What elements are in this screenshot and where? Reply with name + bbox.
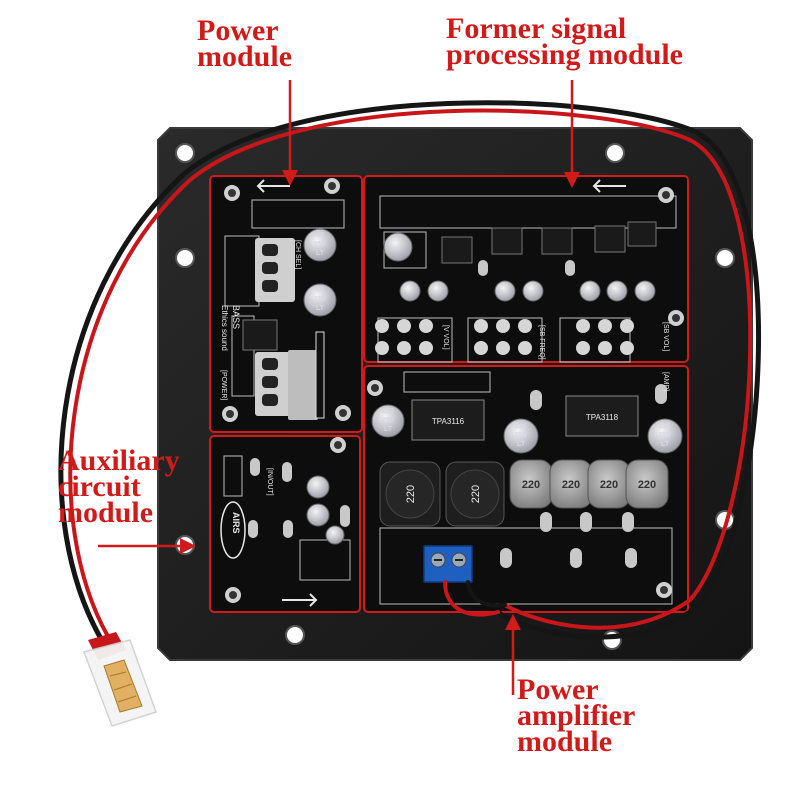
signal-processing-board (363, 175, 689, 363)
cap-text: 25V (314, 241, 327, 248)
silkscreen-text: BASS Ethics sound [POWER] [CH SEL] [IN/O… (220, 240, 669, 496)
sb-freq-silk: [SB FREQ] (538, 325, 545, 360)
inductors: 220 220 220 220 220 220 (379, 459, 669, 527)
label-line: module (517, 725, 613, 758)
label-line: Auxiliary (58, 444, 180, 477)
inductor-label: 220 (405, 485, 417, 503)
inductor-label: 220 (562, 479, 580, 491)
inductor-label: 220 (638, 479, 656, 491)
label-line: module (197, 40, 293, 73)
screw-hole (285, 625, 305, 645)
ch-sel-silk: [CH SEL] (294, 240, 301, 269)
label-line: Power (517, 673, 599, 706)
airs-logo: AIRS (220, 501, 246, 559)
screw-hole (175, 143, 195, 163)
screw-hole (715, 248, 735, 268)
vol-silk: [V VOL] (442, 325, 449, 350)
brand-ethics: Ethics sound (220, 305, 229, 351)
screw-hole (605, 143, 625, 163)
capacitor: 47 25V LT (303, 228, 337, 262)
screw-hole (175, 248, 195, 268)
inductor-label: 220 (522, 479, 540, 491)
voltage-regulators (255, 238, 325, 420)
cap-text: LT (316, 250, 325, 257)
sb-vol-silk: [SB VOL] (662, 322, 669, 351)
power-module-label: Power module (197, 14, 293, 73)
label-line: module (58, 496, 154, 529)
cap-text: LT (316, 305, 325, 312)
annotation-arrows (98, 80, 580, 695)
cap-text: 220 (382, 408, 394, 415)
label-line: circuit (58, 470, 141, 503)
auxiliary-circuit-label: Auxiliary circuit module (58, 444, 180, 529)
potentiometer-pads (375, 319, 634, 355)
signal-processing-label: Former signal processing module (446, 12, 683, 71)
cap-text: 47 (316, 287, 324, 294)
cap-text: LT (517, 441, 526, 448)
power-silk: [POWER] (220, 370, 227, 400)
label-line: amplifier (517, 699, 636, 732)
cap-text: 25V (659, 432, 672, 439)
power-amplifier-label: Power amplifier module (517, 673, 636, 758)
screw-terminal (423, 545, 473, 583)
cap-text: LT (661, 441, 670, 448)
cap-text: 25V (515, 432, 528, 439)
inductor-label: 220 (600, 479, 618, 491)
capacitor: 47 25V LT (303, 283, 337, 317)
label-line: Power (197, 14, 279, 47)
integrated-circuits: TPA3116 TPA3118 (242, 221, 657, 441)
label-line: Former signal (446, 12, 627, 45)
label-line: processing module (446, 38, 683, 71)
amp-silk: [AMP] (662, 372, 669, 391)
cap-text: 220 (659, 423, 671, 430)
speaker-cable (58, 100, 762, 647)
cap-text: LT (384, 426, 393, 433)
spade-connector (83, 632, 157, 727)
chip-label: TPA3118 (586, 413, 619, 422)
logo-text: AIRS (231, 512, 241, 534)
smd-components (248, 260, 667, 568)
electrolytic-capacitors: 47 25V LT 47 25V LT 220 25V LT 220 25V L… (303, 228, 683, 545)
inductor-label: 220 (470, 485, 482, 503)
cap-text: 47 (316, 232, 324, 239)
cap-text: 25V (314, 296, 327, 303)
silk-arrows (256, 179, 626, 607)
cap-text: 220 (515, 423, 527, 430)
cap-text: 25V (382, 417, 395, 424)
silkscreen-outlines (223, 195, 677, 605)
chip-label: TPA3116 (432, 417, 465, 426)
in-out-silk: [IN/OUT] (266, 468, 273, 496)
board-mounting-pads (222, 178, 684, 603)
brand-bass: BASS (231, 305, 241, 329)
